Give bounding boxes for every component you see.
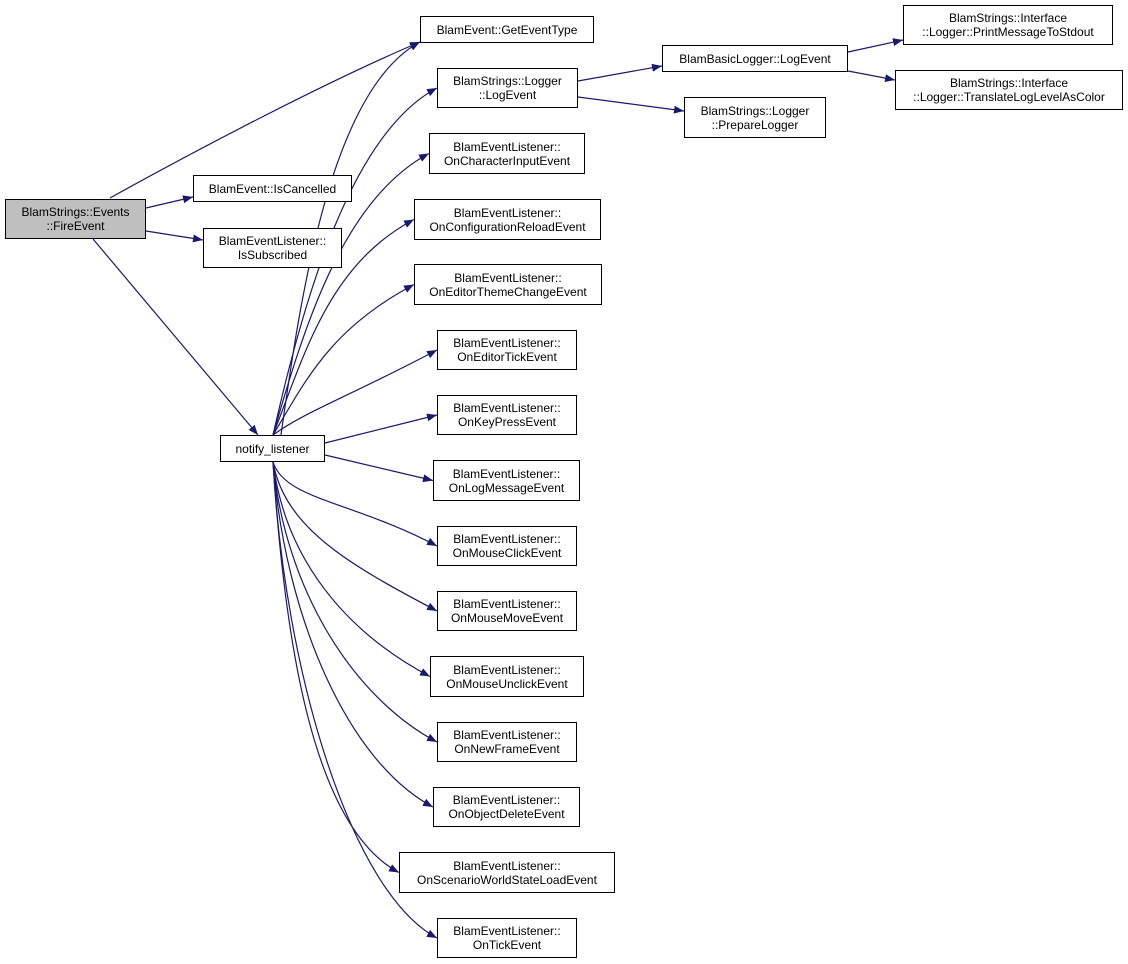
node-on-new-frame-line-1: BlamEventListener:: <box>453 728 561 742</box>
node-on-mouse-click-line-2: OnMouseClickEvent <box>452 546 562 560</box>
node-on-character-input[interactable]: BlamEventListener:: OnCharacterInputEven… <box>429 133 585 174</box>
node-on-mouse-unclick-line-1: BlamEventListener:: <box>453 662 561 677</box>
edge-fire-event-to-is-cancelled <box>145 195 194 209</box>
node-translate-log-level[interactable]: BlamStrings::Interface ::Logger::Transla… <box>895 70 1123 110</box>
node-on-mouse-move-line-2: OnMouseMoveEvent <box>450 611 564 625</box>
node-on-new-frame-line-2: OnNewFrameEvent <box>454 742 560 756</box>
edge-notify-listener-to-on-character-input <box>272 152 430 436</box>
node-on-scenario-world-state-load-line-2: OnScenarioWorldStateLoadEvent <box>417 872 597 887</box>
node-on-tick-line-1: BlamEventListener:: <box>453 924 561 938</box>
node-on-log-message-line-2: OnLogMessageEvent <box>448 480 565 495</box>
edge-notify-listener-to-on-configuration-reload <box>272 218 415 436</box>
edge-notify-listener-to-on-new-frame <box>272 461 438 743</box>
node-translate-log-level-line-1: BlamStrings::Interface <box>949 76 1069 90</box>
node-print-message-to-stdout-line-1: BlamStrings::Interface <box>948 11 1068 25</box>
node-on-editor-tick[interactable]: BlamEventListener:: OnEditorTickEvent <box>437 330 577 370</box>
node-prepare-logger[interactable]: BlamStrings::Logger ::PrepareLogger <box>684 97 826 138</box>
edge-notify-listener-to-get-event-type <box>280 41 421 436</box>
node-fire-event: BlamStrings::Events ::FireEvent <box>5 199 146 239</box>
node-on-scenario-world-state-load-line-1: BlamEventListener:: <box>453 858 561 873</box>
node-is-subscribed[interactable]: BlamEventListener:: IsSubscribed <box>203 228 342 268</box>
node-on-key-press-line-2: OnKeyPressEvent <box>457 415 557 429</box>
node-on-tick[interactable]: BlamEventListener:: OnTickEvent <box>437 918 577 958</box>
node-on-scenario-world-state-load[interactable]: BlamEventListener:: OnScenarioWorldState… <box>399 852 615 893</box>
edge-notify-listener-to-on-editor-theme-change <box>272 283 415 436</box>
edge-notify-listener-to-on-mouse-click <box>272 461 438 547</box>
node-logger-log-event-line-1: BlamStrings::Logger <box>453 74 562 88</box>
node-on-key-press[interactable]: BlamEventListener:: OnKeyPressEvent <box>437 395 577 435</box>
node-get-event-type-line-1: BlamEvent::GetEventType <box>436 22 578 37</box>
node-on-editor-theme-change[interactable]: BlamEventListener:: OnEditorThemeChangeE… <box>414 264 602 305</box>
node-print-message-to-stdout[interactable]: BlamStrings::Interface ::Logger::PrintMe… <box>903 5 1113 45</box>
edge-notify-listener-to-on-log-message <box>324 454 434 483</box>
edge-notify-listener-to-on-key-press <box>324 413 438 444</box>
edge-notify-listener-to-logger-log-event <box>272 87 438 436</box>
edge-fire-event-to-notify-listener <box>92 238 259 436</box>
edge-notify-listener-to-on-editor-tick <box>272 349 438 436</box>
node-on-object-delete-line-2: OnObjectDeleteEvent <box>448 807 565 821</box>
edge-logger-log-event-to-prepare-logger <box>577 96 685 114</box>
node-on-mouse-move[interactable]: BlamEventListener:: OnMouseMoveEvent <box>437 591 577 631</box>
node-on-object-delete[interactable]: BlamEventListener:: OnObjectDeleteEvent <box>433 787 580 827</box>
node-get-event-type[interactable]: BlamEvent::GetEventType <box>420 16 594 43</box>
edge-notify-listener-to-on-mouse-unclick <box>272 461 431 678</box>
node-on-mouse-unclick-line-2: OnMouseUnclickEvent <box>446 676 568 691</box>
node-on-editor-tick-line-1: BlamEventListener:: <box>453 336 561 350</box>
edge-notify-listener-to-on-object-delete <box>272 461 434 808</box>
node-on-key-press-line-1: BlamEventListener:: <box>453 401 561 415</box>
edge-notify-listener-to-on-mouse-move <box>272 461 438 612</box>
node-notify-listener-line-1: notify_listener <box>235 441 310 456</box>
node-is-cancelled[interactable]: BlamEvent::IsCancelled <box>193 175 352 202</box>
edge-basic-logger-log-event-to-translate-log-level <box>847 70 896 83</box>
node-print-message-to-stdout-line-2: ::Logger::PrintMessageToStdout <box>922 25 1094 39</box>
node-prepare-logger-line-2: ::PrepareLogger <box>711 117 799 132</box>
edge-logger-log-event-to-basic-logger-log-event <box>577 63 663 82</box>
node-logger-log-event-line-2: ::LogEvent <box>478 88 537 102</box>
node-on-editor-theme-change-line-2: OnEditorThemeChangeEvent <box>429 284 587 299</box>
node-translate-log-level-line-2: ::Logger::TranslateLogLevelAsColor <box>913 90 1105 104</box>
node-on-tick-line-2: OnTickEvent <box>472 938 542 952</box>
node-notify-listener[interactable]: notify_listener <box>220 435 325 462</box>
node-on-mouse-unclick[interactable]: BlamEventListener:: OnMouseUnclickEvent <box>430 656 584 697</box>
edge-basic-logger-log-event-to-print-message-to-stdout <box>847 38 904 53</box>
node-on-editor-theme-change-line-1: BlamEventListener:: <box>454 270 562 285</box>
node-is-subscribed-line-1: BlamEventListener:: <box>218 234 327 248</box>
node-on-editor-tick-line-2: OnEditorTickEvent <box>457 350 557 364</box>
node-on-log-message-line-1: BlamEventListener:: <box>452 466 561 481</box>
node-on-mouse-move-line-1: BlamEventListener:: <box>453 597 561 611</box>
edge-notify-listener-to-on-scenario-world-state-load <box>272 461 400 874</box>
node-on-character-input-line-1: BlamEventListener:: <box>453 139 561 154</box>
edge-notify-listener-to-on-tick <box>272 461 438 939</box>
node-prepare-logger-line-1: BlamStrings::Logger <box>700 103 810 118</box>
node-on-new-frame[interactable]: BlamEventListener:: OnNewFrameEvent <box>437 722 577 762</box>
node-on-configuration-reload-line-1: BlamEventListener:: <box>453 205 562 220</box>
node-logger-log-event[interactable]: BlamStrings::Logger ::LogEvent <box>437 68 578 108</box>
edge-fire-event-to-get-event-type <box>109 41 421 199</box>
edge-fire-event-to-is-subscribed <box>145 230 204 243</box>
node-is-subscribed-line-2: IsSubscribed <box>237 248 308 262</box>
node-on-configuration-reload-line-2: OnConfigurationReloadEvent <box>429 219 586 234</box>
node-on-object-delete-line-1: BlamEventListener:: <box>452 793 561 807</box>
node-basic-logger-log-event-line-1: BlamBasicLogger::LogEvent <box>679 51 831 66</box>
node-on-mouse-click[interactable]: BlamEventListener:: OnMouseClickEvent <box>437 526 577 566</box>
node-on-character-input-line-2: OnCharacterInputEvent <box>443 153 571 168</box>
node-basic-logger-log-event[interactable]: BlamBasicLogger::LogEvent <box>662 45 848 72</box>
node-on-log-message[interactable]: BlamEventListener:: OnLogMessageEvent <box>433 460 580 501</box>
node-on-configuration-reload[interactable]: BlamEventListener:: OnConfigurationReloa… <box>414 199 601 240</box>
node-fire-event-line-1: BlamStrings::Events <box>21 205 130 219</box>
node-is-cancelled-line-1: BlamEvent::IsCancelled <box>208 181 337 196</box>
node-on-mouse-click-line-1: BlamEventListener:: <box>453 532 561 546</box>
node-fire-event-line-2: ::FireEvent <box>46 219 105 233</box>
